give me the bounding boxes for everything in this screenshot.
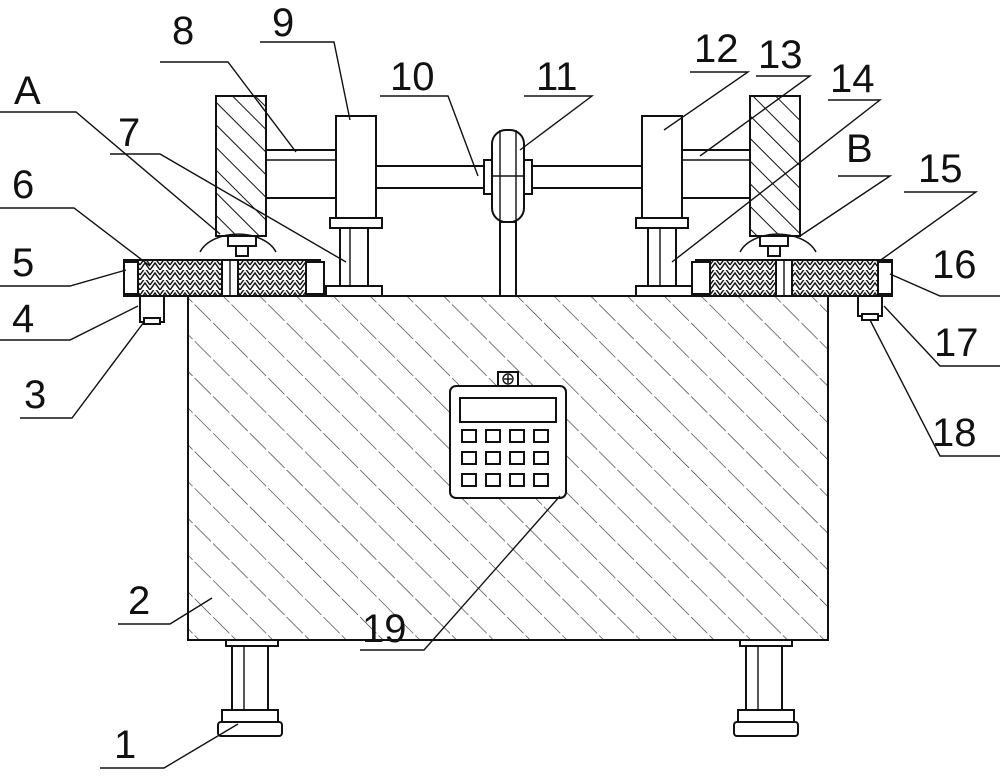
right-leg	[733, 639, 799, 737]
keypad-key	[533, 429, 549, 443]
leader-lines	[0, 41, 1000, 769]
right-arm	[679, 149, 751, 199]
label-15: 15	[918, 147, 963, 191]
label-b: B	[846, 127, 873, 171]
label-4: 4	[12, 297, 34, 341]
left-plate	[123, 259, 325, 325]
label-8: 8	[172, 9, 194, 53]
keypad-key	[485, 429, 501, 443]
label-9: 9	[272, 1, 294, 45]
keypad-key	[509, 429, 525, 443]
keypad-key	[509, 451, 525, 465]
label-19: 19	[362, 607, 407, 651]
label-11: 11	[536, 55, 578, 99]
label-18: 18	[932, 411, 977, 455]
label-17: 17	[934, 321, 979, 365]
label-14: 14	[830, 57, 875, 101]
label-3: 3	[24, 373, 46, 417]
label-1: 1	[114, 723, 136, 767]
label-10: 10	[390, 55, 435, 99]
keypad-key	[461, 473, 477, 487]
right-plate	[691, 259, 893, 321]
label-a: A	[14, 69, 41, 113]
right-block	[749, 95, 801, 257]
label-7: 7	[118, 111, 140, 155]
left-leg	[217, 639, 283, 737]
pulley	[483, 129, 533, 297]
keypad-key	[461, 451, 477, 465]
label-12: 12	[694, 27, 739, 71]
keypad-key	[533, 451, 549, 465]
keypad-key	[461, 429, 477, 443]
control-panel	[449, 371, 567, 499]
label-6: 6	[12, 163, 34, 207]
label-16: 16	[932, 243, 977, 287]
label-5: 5	[12, 241, 34, 285]
keypad-key	[485, 473, 501, 487]
left-bearing	[325, 115, 383, 297]
label-13: 13	[758, 33, 803, 77]
label-2: 2	[128, 579, 150, 623]
keypad-key	[533, 473, 549, 487]
left-block	[215, 95, 267, 257]
left-arm	[265, 149, 337, 199]
keypad-key	[485, 451, 501, 465]
right-bearing	[635, 115, 693, 297]
detail-a-circle	[199, 233, 277, 253]
keypad-key	[509, 473, 525, 487]
detail-b-circle	[739, 233, 817, 253]
